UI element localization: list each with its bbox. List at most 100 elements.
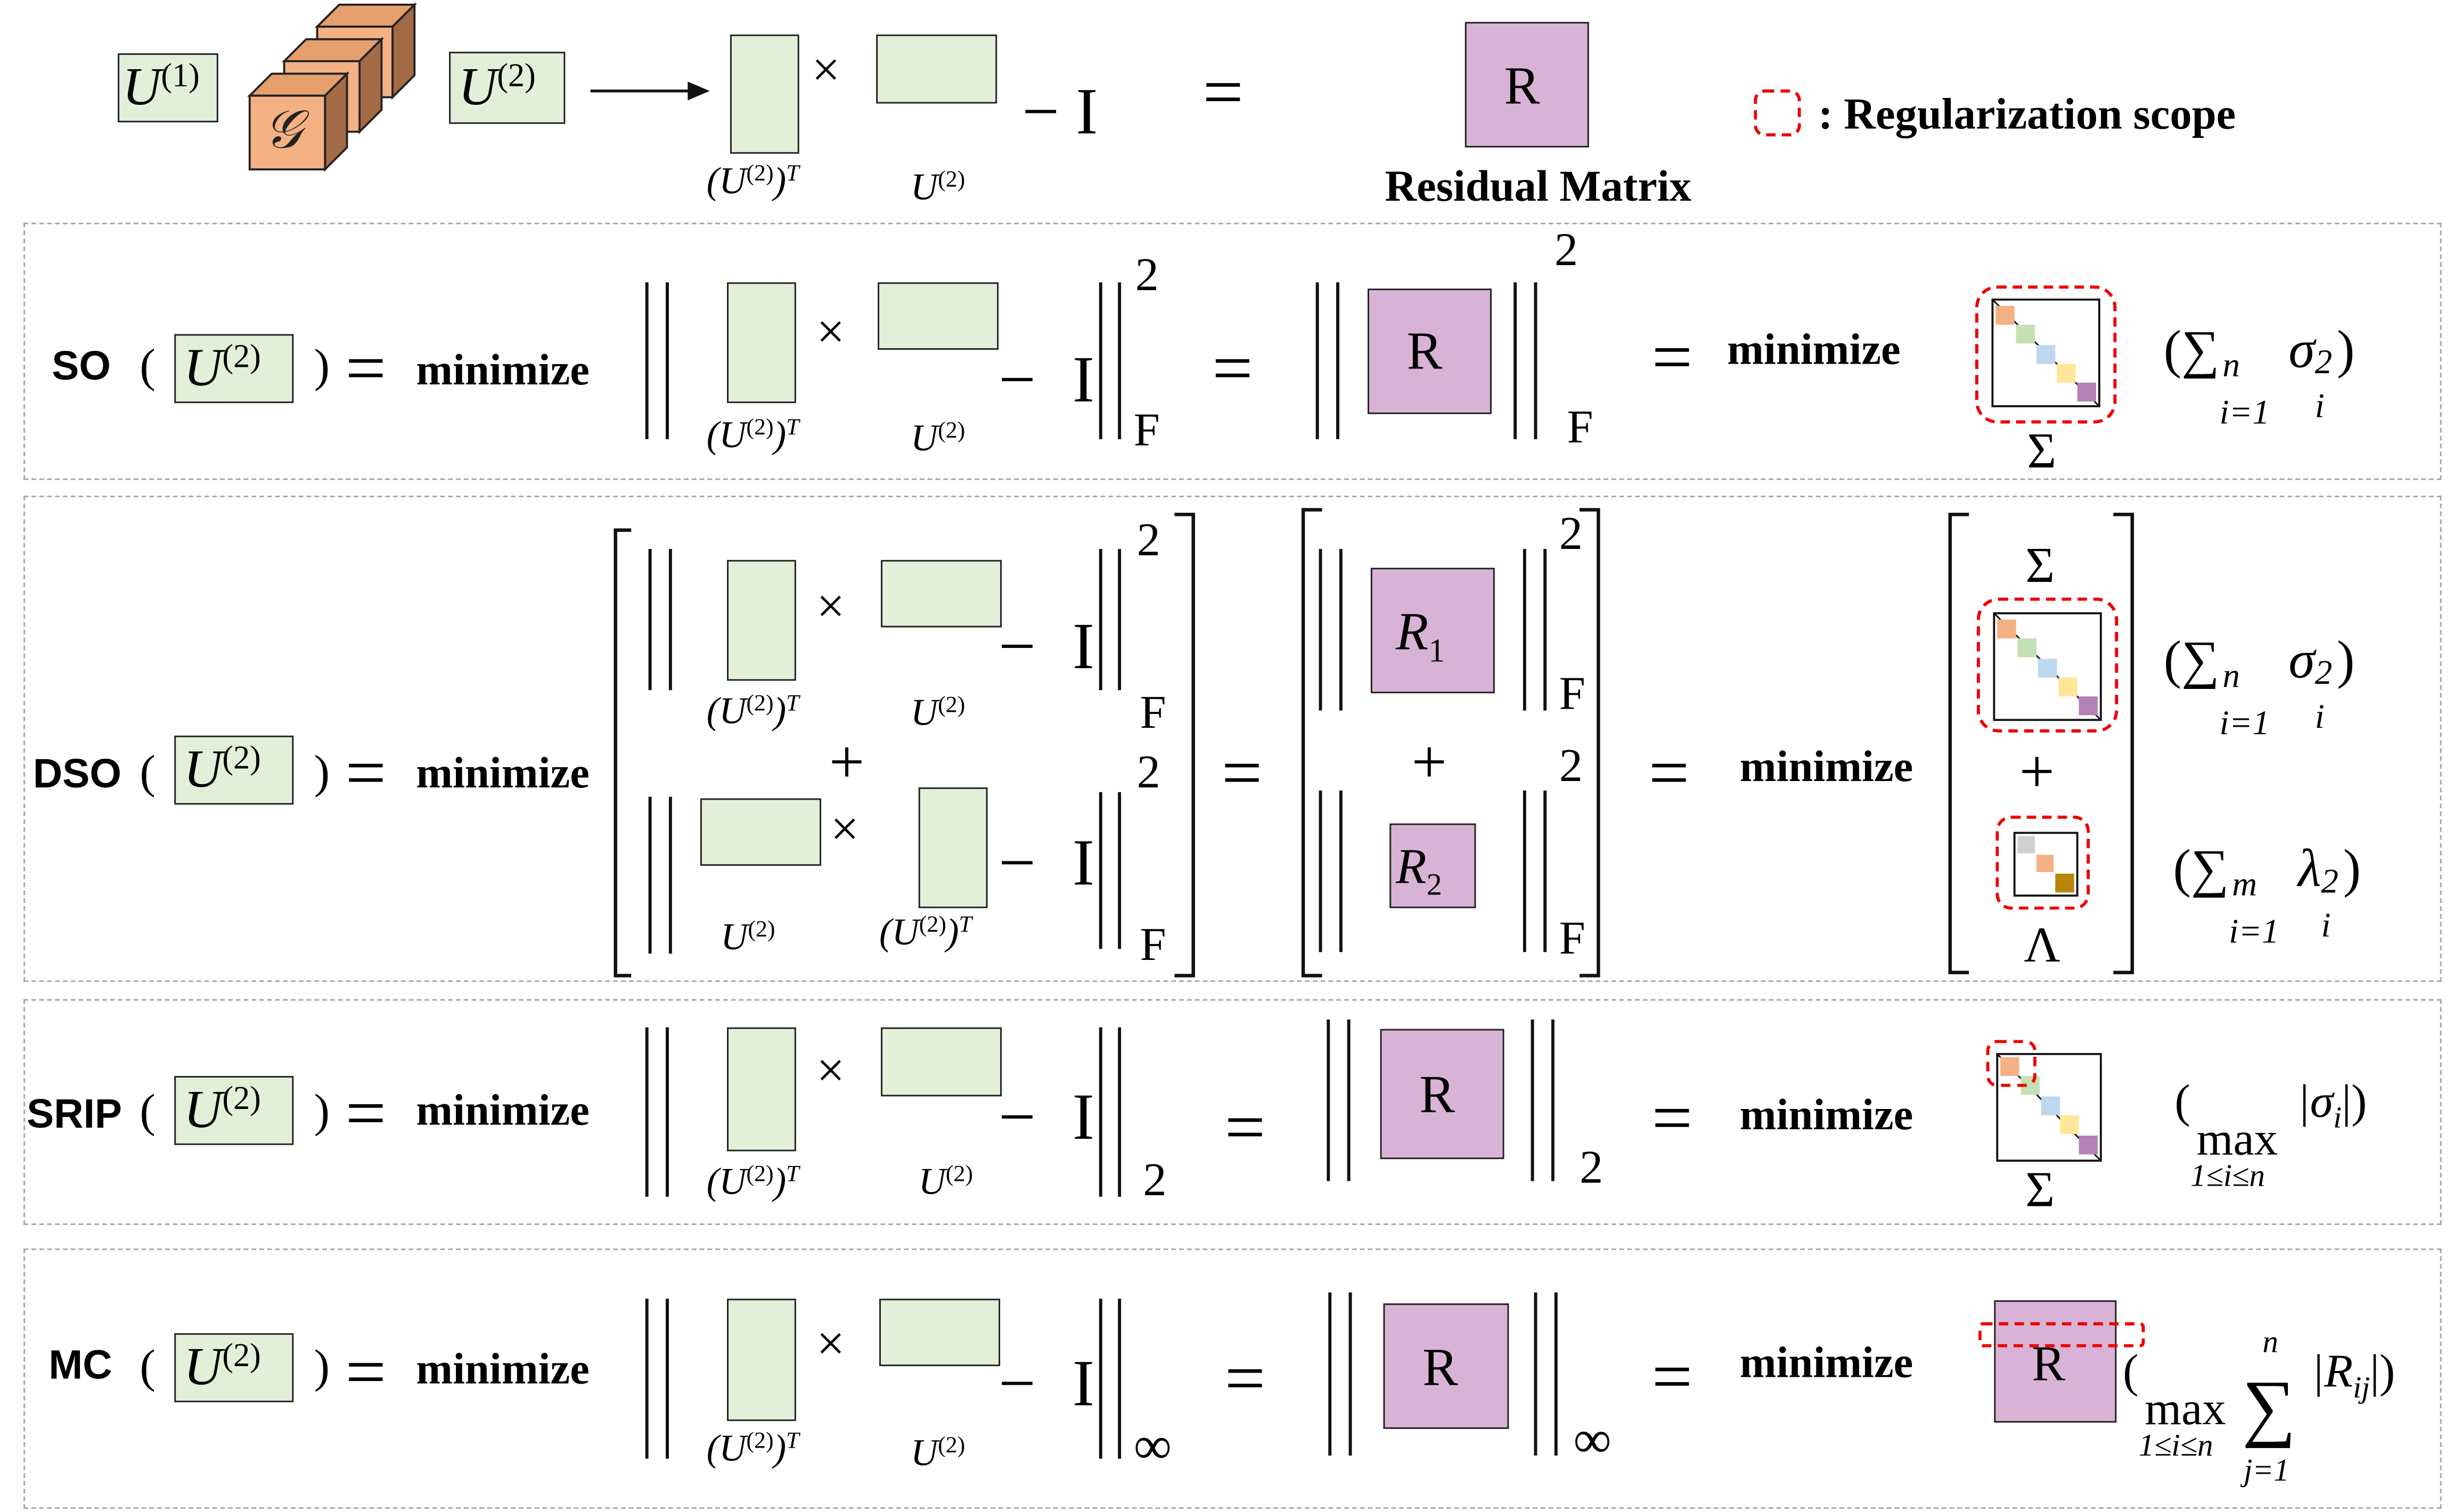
- dso-sigma-label: Σ: [2025, 536, 2055, 593]
- so-scope-box: [1975, 285, 2117, 424]
- mc-close-paren: ): [314, 1341, 330, 1393]
- so-rnorm-power: 2: [1554, 224, 1578, 276]
- dso-r1-symbol: R1: [1396, 604, 1445, 670]
- srip-u-block: [880, 1027, 1002, 1097]
- srip-rnorm-r2: [1551, 1019, 1555, 1181]
- u2-label-small: U(2): [911, 168, 966, 209]
- srip-minimize-2: minimize: [1739, 1091, 1913, 1140]
- dso-panel: [23, 495, 2442, 982]
- so-residual-symbol: R: [1406, 323, 1443, 381]
- srip-minimize: minimize: [416, 1087, 590, 1136]
- srip-rnorm-sub: 2: [1579, 1141, 1604, 1194]
- dso-t1-norm-r1: [1099, 549, 1103, 691]
- so-rnorm-sub: F: [1567, 401, 1593, 454]
- srip-rnorm-l1: [1327, 1019, 1330, 1181]
- so-equals-sign: =: [345, 327, 387, 408]
- mc-residual-symbol: R: [1422, 1339, 1459, 1398]
- dso-minimize-2: minimize: [1739, 743, 1913, 792]
- srip-ut-label: (U(2))T: [706, 1162, 799, 1204]
- dso-r1-norm-l1: [1319, 549, 1323, 711]
- dso-r2-norm-l2: [1339, 790, 1343, 952]
- dso-t1-identity: I: [1072, 611, 1094, 684]
- dso-t2-sub: F: [1140, 919, 1166, 971]
- minus-identity: − I: [1022, 77, 1098, 149]
- srip-norm-sub: 2: [1143, 1154, 1167, 1206]
- scope-legend-text: : Regularization scope: [1818, 91, 2236, 140]
- mc-u-label: U(2): [911, 1433, 966, 1475]
- dso-equals-2: =: [1221, 732, 1263, 813]
- header-arrow: [590, 81, 710, 101]
- scope-legend-icon: [1754, 89, 1801, 137]
- dso-plus-3: +: [2019, 735, 2055, 807]
- mc-ut-block: [727, 1299, 796, 1421]
- dso-plus-2: +: [1411, 726, 1447, 797]
- residual-matrix: [1465, 22, 1589, 147]
- dso-t2-times: ×: [830, 800, 859, 857]
- so-equals-3: =: [1651, 317, 1693, 397]
- dso-t1-sub: F: [1140, 687, 1166, 739]
- dso-r2-norm-r2: [1543, 790, 1547, 952]
- core-label: 𝒢: [264, 102, 302, 160]
- dso-lambda-scope-box: [1995, 815, 2090, 910]
- dso-t1-ut-block: [727, 560, 796, 681]
- mc-rnorm-r1: [1534, 1292, 1537, 1456]
- so-close-paren: ): [314, 340, 330, 392]
- srip-sigma-matrix: [1996, 1053, 2102, 1162]
- so-minus: −: [999, 345, 1036, 417]
- u2-transpose-label: (U(2))T: [706, 161, 799, 203]
- dso-t2-minus: −: [999, 828, 1036, 901]
- so-name: SO: [52, 342, 111, 389]
- so-minimize: minimize: [416, 347, 590, 396]
- so-ut-label: (U(2))T: [706, 415, 799, 457]
- dso-u2-arg-label: U(2): [183, 738, 261, 800]
- so-norm-power: 2: [1135, 249, 1159, 301]
- dso-lambda-matrix: [2013, 832, 2079, 897]
- mc-minimize: minimize: [416, 1345, 590, 1395]
- dso-t2-norm-l2: [668, 796, 673, 954]
- dso-t1-ut-label: (U(2))T: [706, 692, 799, 733]
- u2-transpose-block: [730, 34, 799, 154]
- dso-r1-norm-l2: [1339, 549, 1343, 711]
- dso-lambda-label: Λ: [2024, 916, 2060, 973]
- srip-equals-sign: =: [345, 1073, 387, 1153]
- srip-norm-r1: [1099, 1027, 1103, 1197]
- srip-equals-2: =: [1224, 1087, 1266, 1167]
- so-sigma-label: Σ: [2027, 422, 2057, 479]
- so-norm-right-1: [1099, 282, 1103, 439]
- srip-residual: [1380, 1029, 1504, 1160]
- dso-big-bracket-1: [614, 513, 1195, 977]
- mc-u2-arg-label: U(2): [183, 1336, 261, 1397]
- dso-t1-norm-l2: [668, 549, 673, 691]
- dso-r1: [1370, 568, 1495, 694]
- so-u-label: U(2): [911, 418, 966, 460]
- so-rnorm-right-1: [1514, 282, 1517, 439]
- so-u-block: [878, 282, 999, 350]
- mc-rnorm-sub: ∞: [1573, 1411, 1612, 1470]
- so-norm-left-2: [666, 282, 669, 439]
- dso-t2-norm-r2: [1118, 792, 1122, 949]
- mc-equals-2: =: [1224, 1338, 1266, 1418]
- so-identity: I: [1072, 345, 1094, 417]
- dso-equals-sign: =: [345, 732, 387, 813]
- srip-close-paren: ): [314, 1085, 330, 1137]
- dso-r2-power: 2: [1559, 740, 1583, 792]
- so-times: ×: [816, 302, 845, 359]
- dso-r2-symbol: R2: [1396, 837, 1442, 903]
- srip-name: SRIP: [27, 1090, 122, 1137]
- dso-t2-u-label: U(2): [721, 917, 775, 959]
- dso-t1-power: 2: [1136, 514, 1160, 566]
- srip-open-paren: (: [140, 1085, 156, 1137]
- residual-matrix-symbol: R: [1504, 58, 1540, 117]
- so-norm-right-2: [1118, 282, 1122, 439]
- srip-u2-arg-label: U(2): [183, 1079, 261, 1140]
- so-residual: [1367, 289, 1492, 414]
- srip-u-label: U(2): [918, 1162, 974, 1204]
- srip-u2-arg: [174, 1076, 294, 1145]
- so-minimize-2: minimize: [1727, 326, 1901, 375]
- mc-ut-label: (U(2))T: [706, 1428, 799, 1470]
- mc-norm-sub: ∞: [1133, 1418, 1172, 1476]
